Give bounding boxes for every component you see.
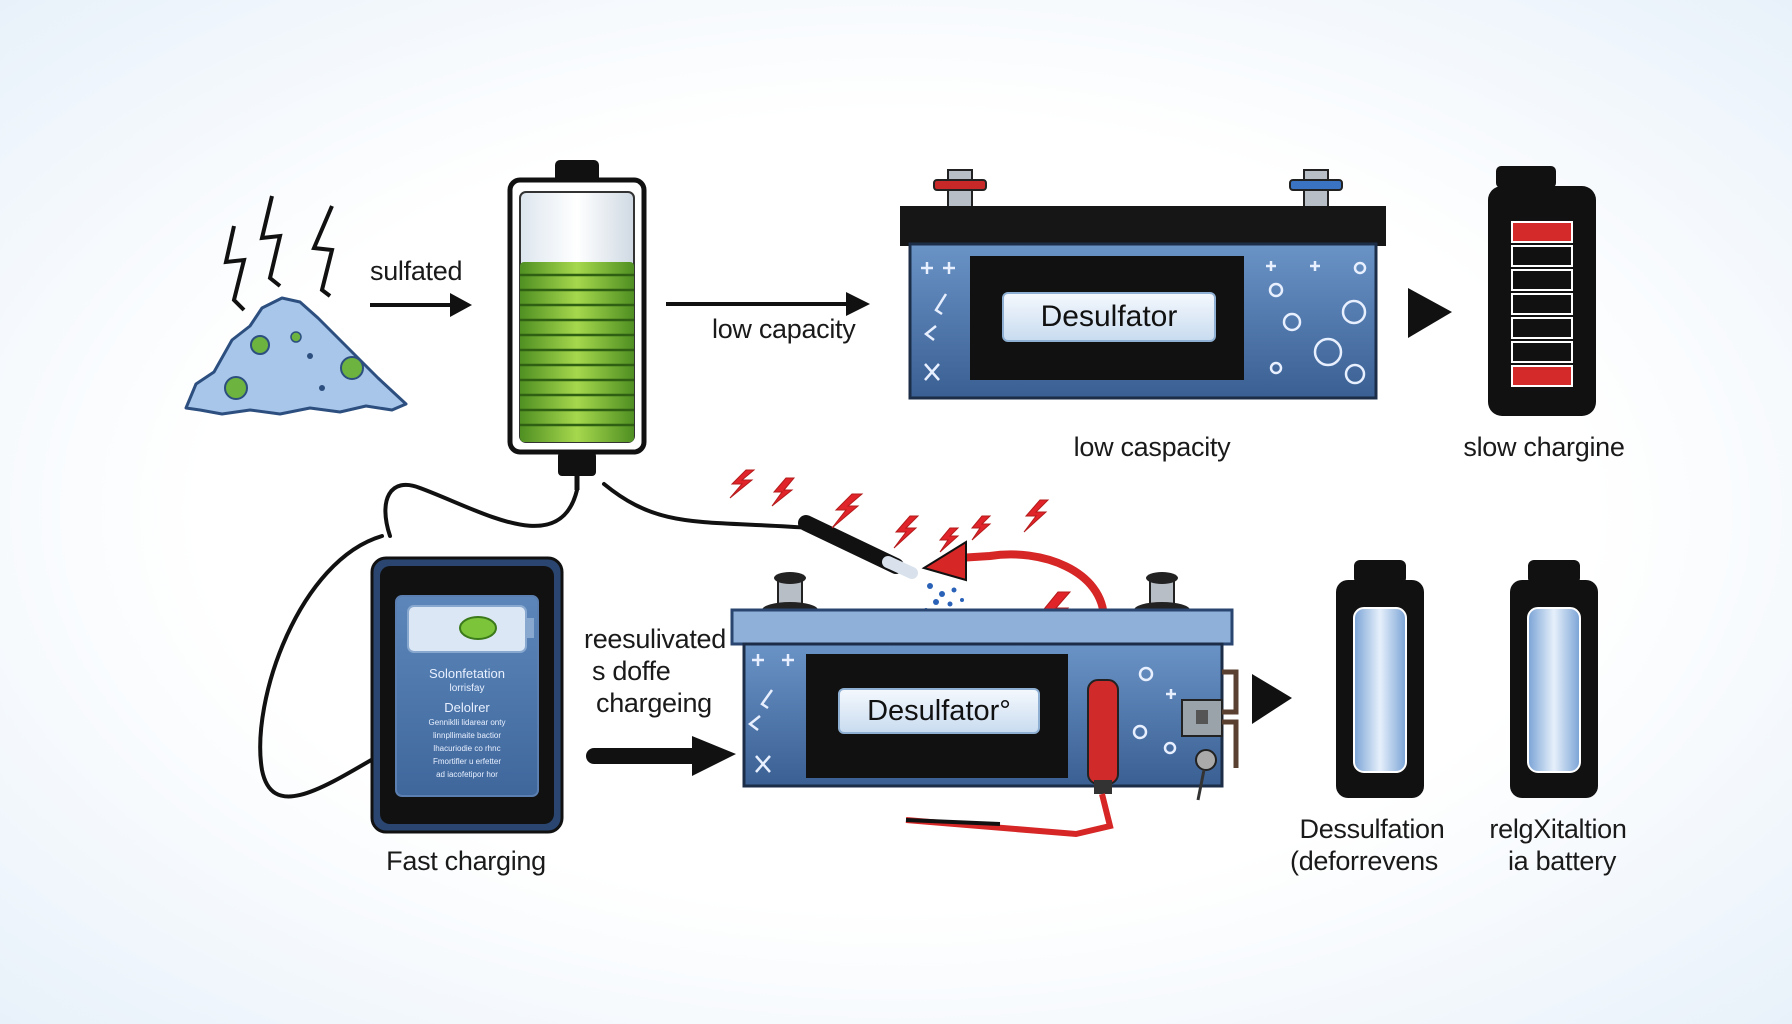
arrow-icon bbox=[586, 736, 736, 776]
label-sulfated: sulfated bbox=[370, 256, 463, 286]
charger-screen-line: linnpllimaite bactior bbox=[432, 731, 502, 740]
arrow-icon bbox=[1252, 674, 1292, 724]
label-low-capacity: low capacity bbox=[712, 314, 856, 344]
cell-battery-green bbox=[507, 160, 647, 490]
label-slow-charging: slow chargine bbox=[1463, 432, 1625, 462]
label-resulfated-2: s doffe bbox=[592, 656, 671, 686]
desulfator-probe bbox=[798, 515, 918, 579]
charger-screen-line: Solonfetation bbox=[429, 666, 505, 681]
label-low-caspacity: low caspacity bbox=[1073, 432, 1231, 462]
label-relaxation-1: relgXitaltion bbox=[1489, 814, 1627, 844]
charger-device bbox=[370, 556, 564, 834]
label-fast-charging: Fast charging bbox=[386, 846, 546, 876]
battery-level-icon bbox=[1488, 166, 1596, 416]
charger-screen-line: ad iacofetipor hor bbox=[436, 770, 498, 779]
arrow-icon bbox=[921, 540, 967, 582]
charger-screen-line: lorrisfay bbox=[449, 683, 485, 694]
label-desulfation-2: (deforrevens bbox=[1290, 846, 1438, 876]
label-relaxation-2: ia battery bbox=[1507, 846, 1617, 876]
label-desulfation-1: Dessulfation bbox=[1299, 814, 1445, 844]
battery-level-icon bbox=[1336, 560, 1424, 798]
bottom-car-battery bbox=[730, 572, 1239, 801]
charger-screen-line: lhacuriodie co rhnc bbox=[433, 744, 501, 753]
battery-level-icon bbox=[1510, 560, 1598, 798]
lightning-icon bbox=[223, 195, 335, 312]
desulfator-plate-top: Desulfator bbox=[1002, 292, 1216, 342]
charger-screen-line: Genniklli lidarear onty bbox=[428, 718, 506, 727]
sulfate-pile-icon bbox=[184, 296, 408, 416]
arrow-icon bbox=[666, 292, 870, 316]
top-car-battery bbox=[900, 169, 1386, 400]
label-resulfated-1: reesulivated bbox=[584, 624, 726, 654]
label-resulfated-3: chargeing bbox=[596, 688, 712, 718]
arrow-icon bbox=[1408, 288, 1452, 338]
charger-screen-line: Delolrer bbox=[444, 700, 490, 715]
arrow-icon bbox=[370, 293, 472, 317]
charger-cable bbox=[258, 482, 812, 799]
charger-screen-line: Fmortifler u erfetter bbox=[432, 757, 501, 766]
desulfator-plate-bottom: Desulfator° bbox=[838, 688, 1040, 734]
red-clamp bbox=[905, 679, 1119, 838]
